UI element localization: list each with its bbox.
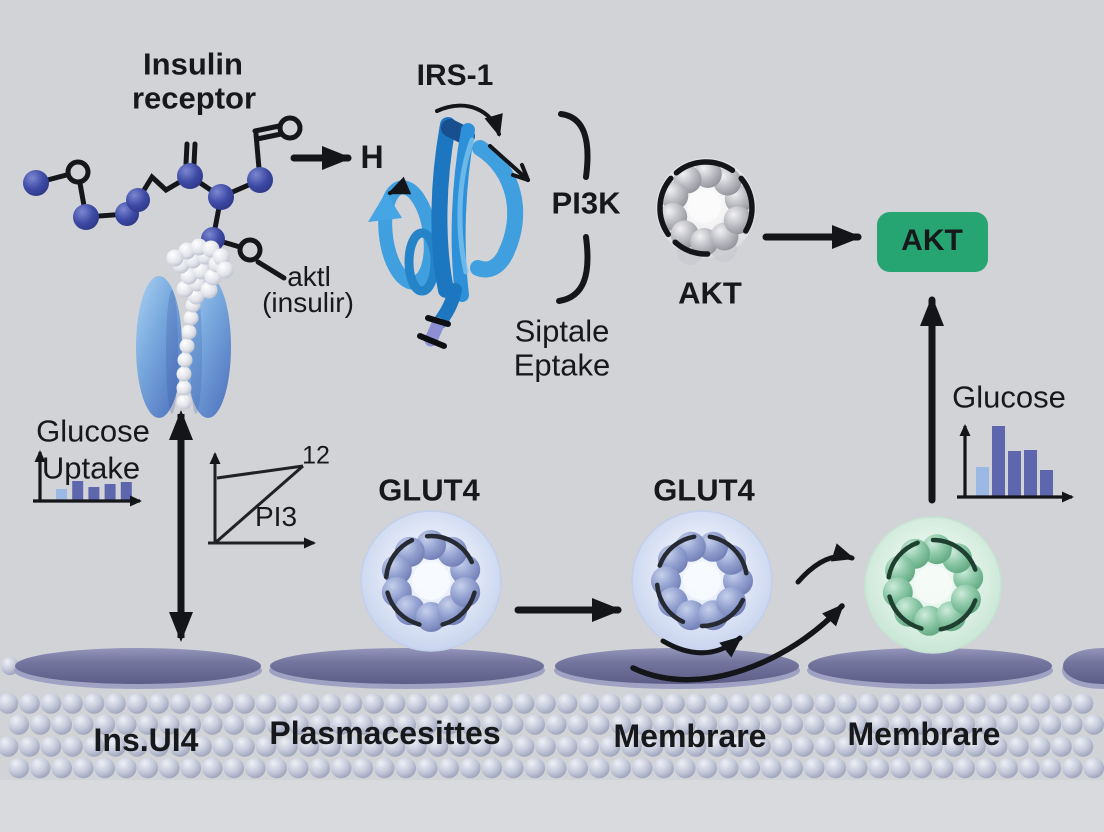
h-residue-label: H (360, 139, 384, 175)
pathway-arrows (290, 103, 944, 683)
arrow-ribbon-left-small (387, 176, 412, 195)
glut4-vesicle-2 (631, 510, 773, 652)
insulin-receptor-graphic (136, 238, 234, 418)
akt-complex (656, 158, 756, 265)
arrow-to-pi3k-head-b (520, 163, 530, 182)
akt-cluster-label: AKT (678, 275, 742, 311)
arrow-to-pi3k-head-a (511, 173, 530, 182)
receptor-bead-chain (166, 238, 234, 410)
aktl-label-line1: aktl (287, 261, 331, 292)
akt-box-label: AKT (901, 224, 963, 257)
molecule-atoms (23, 163, 273, 251)
arrow-curved-fusion (630, 603, 845, 683)
membrane-label-4: Membrare (847, 716, 1001, 752)
oxygen-ring-1 (65, 159, 91, 185)
insulin-receptor-label-line1: Insulin (143, 46, 243, 82)
oxygen-ring-2 (277, 115, 303, 141)
membrane-label-2: Plasmacesittes (269, 715, 501, 751)
arrow-ribbon-top (435, 103, 503, 137)
arrow-curved-to-green-vesicle-top (795, 543, 855, 585)
arrow-to-pi3k-shaft (488, 144, 530, 182)
glucose-uptake-title-line2: Uptake (41, 450, 141, 486)
insulin-molecule (23, 115, 303, 281)
uptake-note-line1: Siptale (514, 313, 610, 349)
oxygen-ring-3 (237, 237, 263, 263)
line-chart-annotation-12: 12 (302, 441, 330, 470)
lower-background-band (0, 780, 1104, 832)
ribbon-arrowhead (368, 192, 402, 222)
aktl-label-line2: (insulir) (262, 287, 354, 318)
irs1-ribbon (368, 117, 524, 349)
ribbon-purple-tip (424, 317, 445, 347)
insulin-receptor-label-line2: receptor (131, 80, 257, 116)
line-chart-annotation-pi3: PI3 (254, 501, 298, 532)
membrane-label-3: Membrare (613, 718, 767, 754)
membrane-label-1: Ins.UI4 (93, 722, 199, 758)
glucose-chart-right (957, 424, 1074, 503)
glucose-chart-title: Glucose (952, 379, 1066, 415)
pi3k-bracket (556, 111, 591, 304)
pi3k-label: PI3K (551, 185, 621, 221)
glut4-label-right: GLUT4 (653, 472, 755, 508)
uptake-note-line2: Eptake (513, 347, 611, 383)
glucose-uptake-chart-left (33, 450, 142, 507)
akt-box (877, 212, 988, 272)
glut4-vesicle-1 (360, 510, 502, 652)
irs1-label: IRS-1 (416, 59, 494, 92)
glut4-vesicle-green (864, 516, 1002, 654)
arrow-curved-under-vesicle (660, 635, 743, 658)
glut4-label-left: GLUT4 (378, 472, 480, 508)
glucose-uptake-title-line1: Glucose (36, 413, 150, 449)
pi3-line-chart (208, 452, 316, 549)
plasma-membrane (0, 648, 1104, 779)
